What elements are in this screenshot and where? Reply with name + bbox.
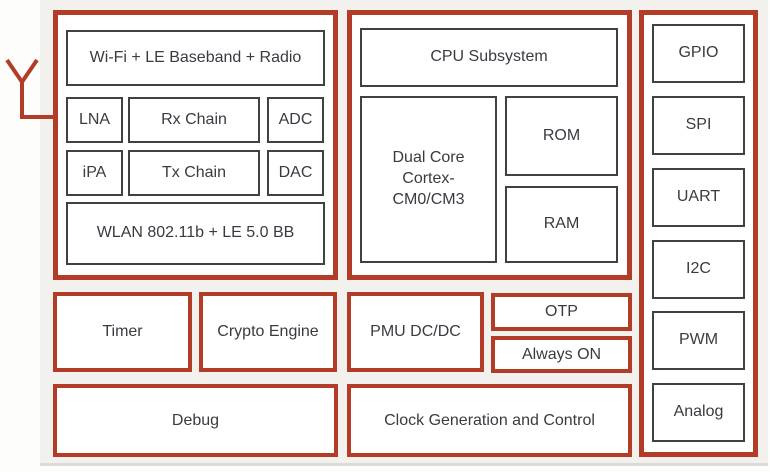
core-label-line1: Dual Core [392, 149, 465, 167]
block-ipa: iPA [66, 150, 123, 196]
block-dual-core-cortex: Dual Core Cortex- CM0/CM3 [360, 96, 497, 263]
block-analog: Analog [652, 383, 745, 442]
cpu-block-group: CPU Subsystem Dual Core Cortex- CM0/CM3 … [347, 10, 632, 280]
block-rom: ROM [505, 96, 618, 176]
core-label-line3: CM0/CM3 [392, 190, 465, 208]
block-adc: ADC [267, 97, 324, 143]
block-rx-chain: Rx Chain [128, 97, 260, 143]
rf-block-group: Wi-Fi + LE Baseband + Radio LNA Rx Chain… [53, 10, 338, 280]
block-gpio: GPIO [652, 24, 745, 83]
block-wlan-le-bb: WLAN 802.11b + LE 5.0 BB [66, 202, 325, 265]
block-dac: DAC [267, 150, 324, 196]
peripheral-block-group: GPIO SPI UART I2C PWM Analog [639, 10, 758, 457]
block-wifi-le-baseband-radio: Wi-Fi + LE Baseband + Radio [66, 30, 325, 86]
block-tx-chain: Tx Chain [128, 150, 260, 196]
block-crypto-engine: Crypto Engine [199, 292, 337, 372]
block-spi: SPI [652, 96, 745, 155]
block-ram: RAM [505, 186, 618, 263]
block-lna: LNA [66, 97, 123, 143]
block-i2c: I2C [652, 240, 745, 299]
block-debug: Debug [53, 384, 338, 457]
block-always-on: Always ON [491, 336, 632, 373]
antenna-icon [5, 58, 58, 119]
block-pwm: PWM [652, 311, 745, 370]
core-label-line2: Cortex- [402, 170, 455, 188]
block-uart: UART [652, 168, 745, 227]
block-cpu-subsystem: CPU Subsystem [360, 28, 618, 87]
block-otp: OTP [491, 293, 632, 331]
block-clock-generation: Clock Generation and Control [347, 384, 632, 457]
block-timer: Timer [53, 292, 192, 372]
block-pmu-dcdc: PMU DC/DC [347, 292, 484, 372]
